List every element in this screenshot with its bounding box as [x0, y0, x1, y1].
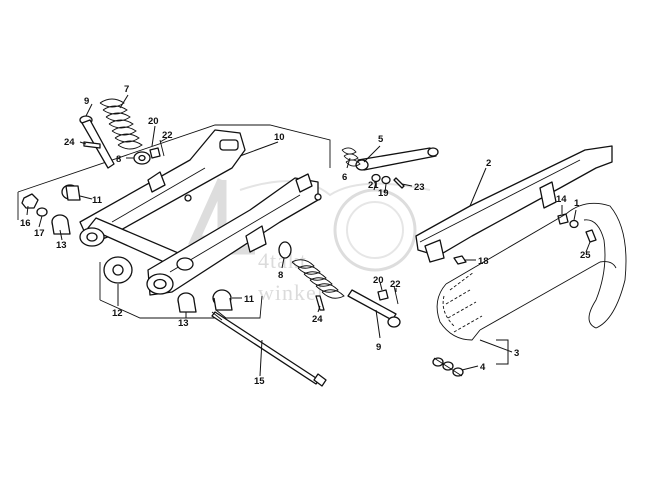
- callout-16: 16: [20, 218, 31, 229]
- callout-8-lower: 8: [278, 270, 283, 281]
- callout-10: 10: [274, 132, 285, 143]
- small-bolt-part-upper: [83, 141, 101, 149]
- nut-and-clip-parts-upper: [149, 139, 165, 159]
- callout-11-lower: 11: [244, 294, 255, 305]
- chain-guard-part: [415, 145, 613, 263]
- callout-19: 19: [378, 188, 389, 199]
- callout-9-lower: 9: [376, 342, 381, 353]
- pivot-pin-part-lower: [347, 289, 401, 328]
- callout-24-upper: 24: [64, 137, 75, 148]
- leader-lines: [26, 94, 591, 377]
- callout-numbers: 9 7 20 22 24 8 10 11 16 17 13 12 13 11 8…: [20, 84, 591, 387]
- callout-12: 12: [112, 308, 123, 319]
- callout-22-lower: 22: [390, 279, 401, 290]
- large-washer-part: [103, 256, 133, 284]
- callout-20-upper: 20: [148, 116, 159, 127]
- spring-part-lower: [291, 259, 345, 299]
- callout-14: 14: [556, 194, 567, 205]
- callout-22-upper: 22: [162, 130, 173, 141]
- callout-2: 2: [486, 158, 491, 169]
- bush-part-left: [51, 214, 71, 235]
- nut-and-clip-parts-lower: [377, 285, 399, 305]
- callout-23: 23: [414, 182, 425, 193]
- callout-20-lower: 20: [373, 275, 384, 286]
- bolt-part-chain-guard: [453, 255, 467, 265]
- callout-11-upper: 11: [92, 195, 103, 206]
- callout-7: 7: [124, 84, 129, 95]
- callout-1: 1: [574, 198, 580, 209]
- clip-and-pin-parts: [371, 173, 405, 189]
- swing-arm-part: [79, 129, 322, 296]
- callout-8-upper: 8: [116, 154, 121, 165]
- callout-21: 21: [368, 180, 379, 191]
- callout-24-lower: 24: [312, 314, 323, 325]
- nut-parts-right: [557, 213, 579, 229]
- small-spring-part: [341, 147, 361, 167]
- bushing-part-lower: [212, 289, 233, 311]
- small-bolt-part-lower: [315, 295, 325, 311]
- callout-17: 17: [34, 228, 45, 239]
- adjuster-arm-part: [355, 147, 439, 171]
- spring-part-upper: [99, 98, 143, 150]
- washer-part-lower: [278, 241, 292, 259]
- bushing-part-left: [61, 184, 81, 201]
- callout-13-upper: 13: [56, 240, 67, 251]
- callout-15: 15: [254, 376, 265, 387]
- callout-5: 5: [378, 134, 384, 145]
- callout-9-upper: 9: [84, 96, 89, 107]
- callout-3: 3: [514, 348, 519, 359]
- callout-13-lower: 13: [178, 318, 189, 329]
- assembly-boundary: [17, 124, 331, 319]
- callout-25: 25: [580, 250, 591, 261]
- watermark-brand-line2: winkel: [258, 280, 324, 305]
- drive-chain-part: [436, 202, 627, 341]
- callout-18: 18: [478, 256, 489, 267]
- nut-and-washer-parts-left: [21, 193, 48, 217]
- callout-4: 4: [480, 362, 486, 373]
- bush-part-lower: [177, 292, 197, 313]
- master-link-part: [432, 357, 464, 377]
- callout-6: 6: [342, 172, 347, 183]
- bolt-part-right: [585, 229, 597, 243]
- axle-bolt-part: [211, 309, 327, 387]
- washer-part-upper: [133, 151, 151, 165]
- chain-bracket-line: [496, 339, 509, 365]
